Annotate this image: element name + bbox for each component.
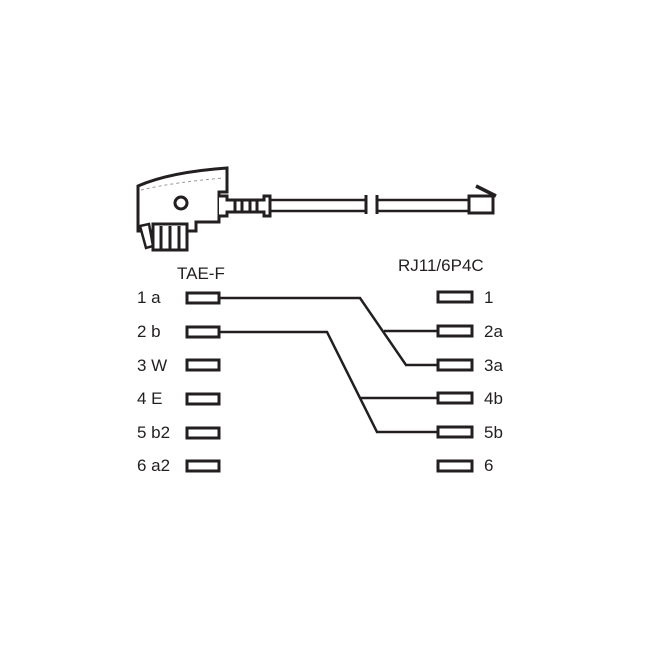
tae-pin-label: 4 E xyxy=(137,389,163,408)
rj11-pin-label: 2a xyxy=(484,322,503,341)
rj11-pin-label: 3a xyxy=(484,356,503,375)
tae-pin-label: 6 a2 xyxy=(137,456,171,475)
rj11-connector-title: RJ11/6P4C xyxy=(398,256,484,275)
rj11-pin-label: 4b xyxy=(484,389,503,408)
rj11-pin-label: 5b xyxy=(484,423,503,442)
wires xyxy=(220,296,438,434)
tae-pin-label: 2 b xyxy=(137,322,161,341)
wire-1a-3a xyxy=(220,296,438,367)
tae-pin-boxes xyxy=(185,291,221,473)
rj11-plug-icon xyxy=(467,184,497,215)
rj11-pin-boxes xyxy=(436,290,474,473)
tae-pin-label: 1 a xyxy=(137,288,161,307)
tae-pin-label: 5 b2 xyxy=(137,423,171,442)
tae-pin-label: 3 W xyxy=(137,356,168,375)
cable-icon xyxy=(270,195,469,214)
tae-connector-title: TAE-F xyxy=(177,264,225,283)
wire-2b-5b xyxy=(220,330,438,434)
rj11-pin-label: 1 xyxy=(484,288,494,307)
rj11-pin-label: 6 xyxy=(484,456,494,475)
tae-plug-icon xyxy=(136,166,272,252)
